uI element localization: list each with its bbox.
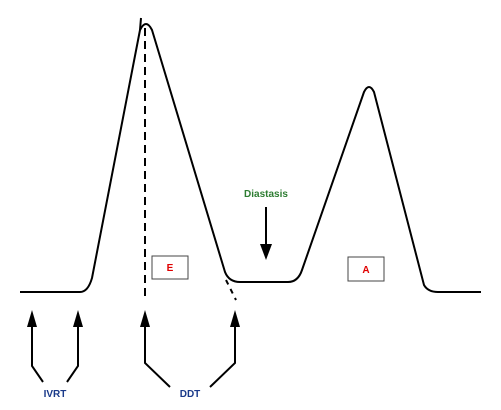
e-wave-label-box (151, 255, 189, 280)
diastasis-label: Diastasis (244, 189, 288, 200)
ddt-right-arrow-head (230, 310, 240, 327)
e-wave-label: E (167, 263, 174, 274)
ivrt-left-arrow-line (31, 324, 44, 383)
ivrt-label: IVRT (44, 389, 67, 400)
ddt-right-arrow-line (209, 324, 236, 388)
diastasis-arrow-head (260, 244, 272, 260)
ivrt-right-arrow-line (66, 324, 79, 383)
deceleration-extrapolation-dashed (225, 279, 237, 301)
a-wave-label-box (347, 256, 385, 282)
e-peak-spike (139, 17, 142, 31)
a-wave-label: A (362, 265, 369, 276)
ivrt-right-arrow-head (73, 310, 83, 327)
ddt-label: DDT (180, 389, 201, 400)
doppler-waveform (20, 23, 481, 293)
ivrt-left-arrow-head (27, 310, 37, 327)
ddt-left-arrow-line (144, 324, 171, 388)
ddt-left-arrow-head (140, 310, 150, 327)
